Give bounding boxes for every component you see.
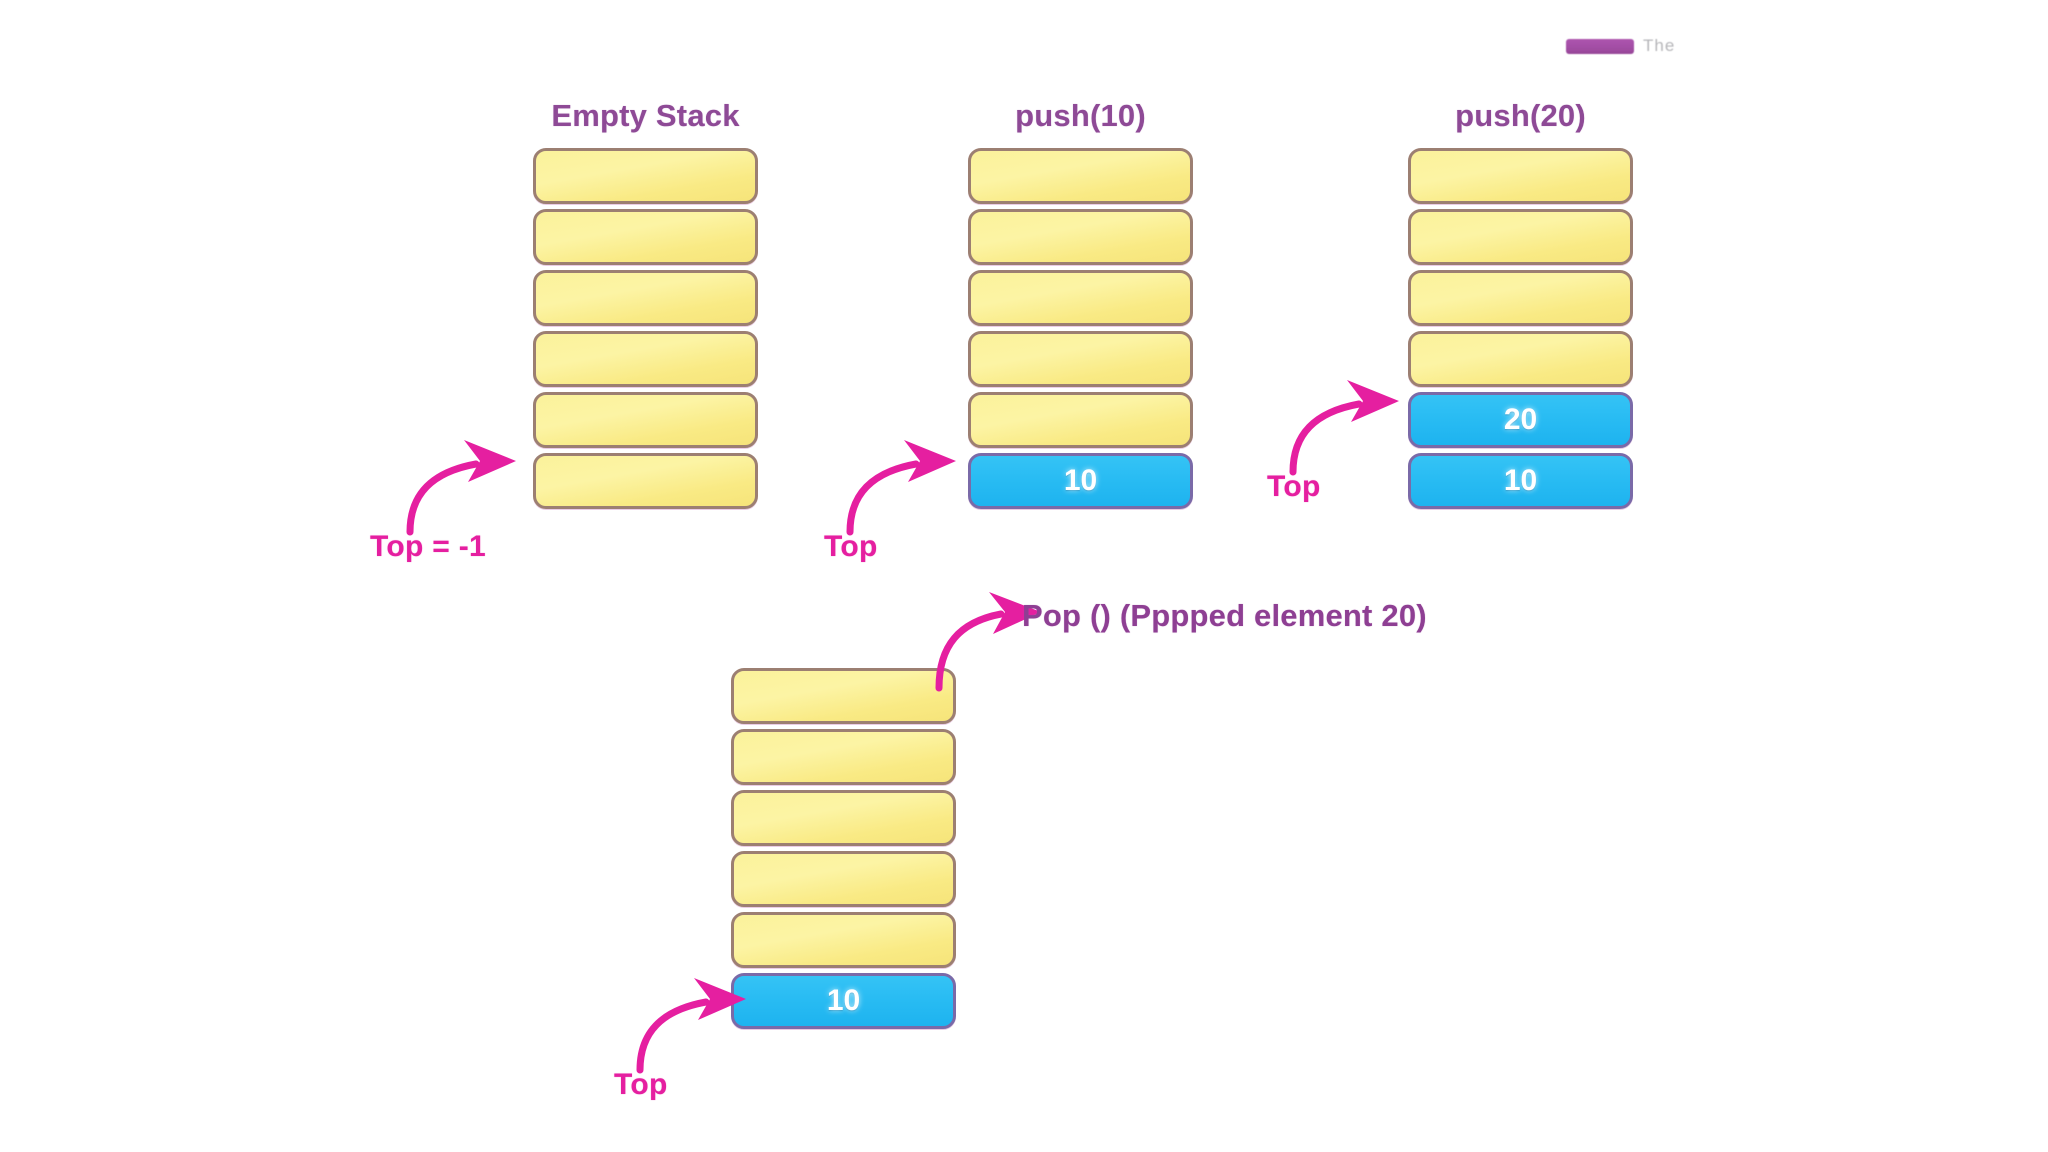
pop-operation-pointer [915,588,1095,698]
stack-cells-push-20: 20 10 [1408,148,1633,509]
stack-cell[interactable] [1408,331,1633,387]
stack-title-push-10: push(10) [1015,98,1146,133]
stack-cell[interactable] [731,851,956,907]
pop-operation-label: Pop () (Pppped element 20) [1022,598,1427,633]
stack-cell[interactable] [533,270,758,326]
stack-cell[interactable] [533,148,758,204]
stack-cell[interactable] [968,148,1193,204]
top-arrow-icon [636,978,746,1074]
top-pointer-label: Top [614,1068,668,1101]
purple-blob-icon [1566,38,1634,54]
stack-cell[interactable] [731,790,956,846]
top-pointer-label: Top [1267,470,1321,503]
stack-cell[interactable] [731,729,956,785]
top-pointer-empty-stack: Top = -1 [370,420,562,563]
stack-cell[interactable] [533,453,758,509]
stack-cell[interactable] [1408,209,1633,265]
stack-cell-filled[interactable]: 10 [968,453,1193,509]
stack-cell[interactable] [533,331,758,387]
artifact-text-fragment: The [1643,36,1676,55]
stack-cells-push-10: 10 [968,148,1193,509]
stack-title-push-20: push(20) [1455,98,1586,133]
stack-cell[interactable] [968,209,1193,265]
stack-cell-filled[interactable]: 10 [731,973,956,1029]
top-pointer-push-20: Top [1255,360,1445,503]
stack-cell[interactable] [1408,270,1633,326]
stack-cell[interactable] [1408,148,1633,204]
stack-title-empty-stack: Empty Stack [551,98,740,133]
stack-cell[interactable] [533,209,758,265]
top-pointer-label: Top = -1 [370,530,487,563]
stack-cell-filled[interactable]: 10 [1408,453,1633,509]
stack-cells-after-pop: 10 [731,668,956,1029]
top-arrow-icon [1289,380,1399,476]
top-pointer-after-pop: Top [602,958,792,1101]
stack-cell[interactable] [731,668,956,724]
pop-arrow-icon [935,592,1041,692]
stack-cell[interactable] [533,392,758,448]
stack-cell[interactable] [968,392,1193,448]
stack-cell[interactable] [968,270,1193,326]
stack-cell[interactable] [731,912,956,968]
stack-cells-empty-stack [533,148,758,509]
stack-cell[interactable] [968,331,1193,387]
stack-cell-filled[interactable]: 20 [1408,392,1633,448]
top-pointer-push-10: Top [812,420,1002,563]
top-arrow-icon [406,440,516,536]
top-pointer-label: Top [824,530,878,563]
cropped-watermark-artifact: The [1566,36,1675,56]
top-arrow-icon [846,440,956,536]
